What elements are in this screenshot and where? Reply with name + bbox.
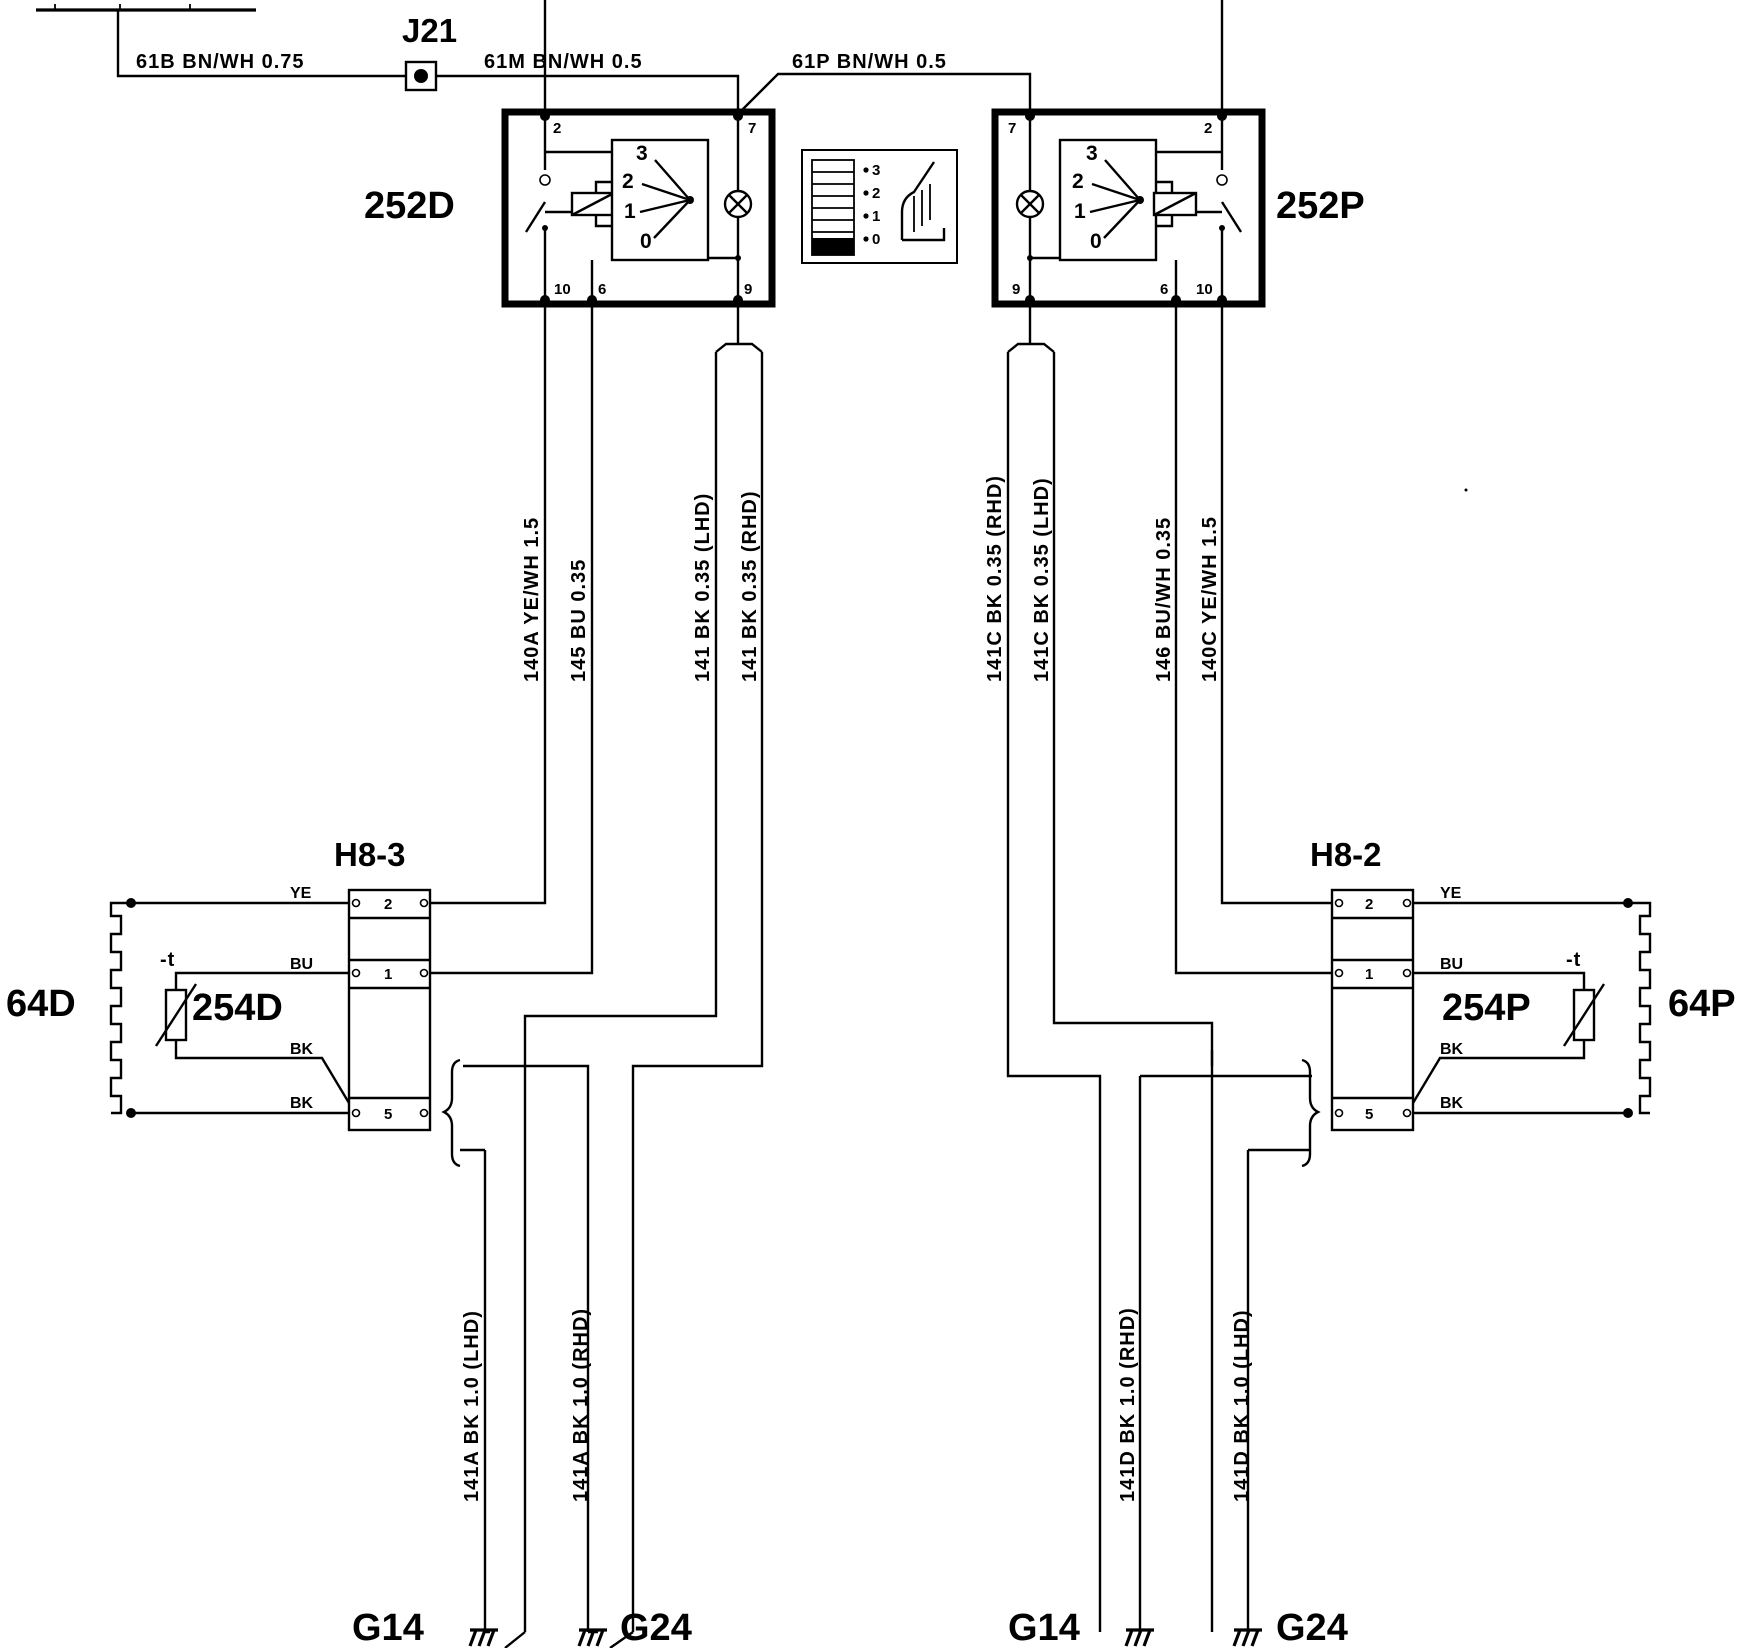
svg-text:10: 10 [1196, 281, 1213, 298]
ground-g14-right-icon [1124, 1628, 1154, 1647]
wire-141d-lhd-label: 141D BK 1.0 (LHD) [1231, 1309, 1253, 1502]
svg-text:2: 2 [622, 170, 634, 193]
switch-252d: 2 7 3 2 1 0 10 6 9 [501, 108, 776, 308]
wire-140c-label: 140C YE/WH 1.5 [1199, 516, 1221, 682]
ground-g24-right-icon [1232, 1628, 1262, 1647]
svg-text:2: 2 [1204, 120, 1212, 137]
svg-text:5: 5 [1365, 1106, 1373, 1123]
svg-text:2: 2 [1072, 170, 1084, 193]
svg-text:10: 10 [554, 281, 571, 298]
svg-text:2: 2 [553, 120, 561, 137]
svg-text:7: 7 [1008, 120, 1016, 137]
ground-g14-left-label: G14 [352, 1607, 424, 1648]
svg-text:BU: BU [1440, 956, 1463, 973]
heater-64d-label: 64D [6, 983, 76, 1025]
ground-g24-left-label: G24 [620, 1607, 692, 1648]
svg-text:BK: BK [1440, 1041, 1464, 1058]
seat-heater-legend-icon: 3 2 1 0 [801, 149, 958, 264]
svg-text:3: 3 [1086, 142, 1098, 165]
svg-text:2: 2 [1365, 896, 1373, 913]
wire-145-label: 145 BU 0.35 [568, 559, 590, 682]
heater-64p: -t YE BU BK BK [1411, 885, 1652, 1118]
svg-text:5: 5 [384, 1106, 392, 1123]
left-wire-labels: 140A YE/WH 1.5 145 BU 0.35 141 BK 0.35 (… [461, 490, 761, 1502]
connector-h8-3-label: H8-3 [334, 836, 406, 873]
wire-141c-lhd-label: 141C BK 0.35 (LHD) [1031, 477, 1053, 682]
svg-text:9: 9 [1012, 281, 1020, 298]
svg-text:1: 1 [1365, 966, 1373, 983]
svg-text:9: 9 [744, 281, 752, 298]
svg-text:3: 3 [636, 142, 648, 165]
svg-text:2: 2 [872, 185, 880, 202]
wire-61b-label: 61B BN/WH 0.75 [136, 51, 305, 73]
ground-g14-right-label: G14 [1008, 1607, 1080, 1648]
svg-text:6: 6 [598, 281, 606, 298]
switch-252p-label: 252P [1276, 185, 1365, 227]
connector-h8-3: 2 1 5 [347, 888, 485, 1168]
sensor-254d-label-t: -t [160, 949, 175, 971]
svg-text:7: 7 [748, 120, 756, 137]
wire-140a-label: 140A YE/WH 1.5 [521, 517, 543, 682]
wire-141a-rhd-label: 141A BK 1.0 (RHD) [570, 1308, 592, 1502]
svg-text:BK: BK [1440, 1095, 1464, 1112]
svg-text:1: 1 [624, 200, 636, 223]
svg-text:BU: BU [290, 956, 313, 973]
svg-text:3: 3 [872, 162, 880, 179]
svg-text:0: 0 [872, 231, 880, 248]
ground-g24-right-label: G24 [1276, 1607, 1348, 1648]
ground-g14-left-icon [468, 1628, 498, 1647]
svg-text:YE: YE [290, 885, 312, 902]
svg-text:0: 0 [640, 230, 652, 253]
right-harness [1006, 300, 1332, 1632]
connector-h8-2: 2 1 5 [1301, 888, 1415, 1168]
svg-text:6: 6 [1160, 281, 1168, 298]
switch-252d-label: 252D [364, 185, 455, 227]
svg-text:YE: YE [1440, 885, 1462, 902]
ground-g24-left-icon [577, 1628, 607, 1647]
wire-141-rhd-label: 141 BK 0.35 (RHD) [739, 490, 761, 682]
svg-text:BK: BK [290, 1095, 314, 1112]
wire-61p-label: 61P BN/WH 0.5 [792, 51, 947, 73]
wire-146-label: 146 BU/WH 0.35 [1153, 517, 1175, 682]
sensor-254p-label: 254P [1442, 987, 1531, 1029]
svg-text:1: 1 [1074, 200, 1086, 223]
ground-symbols [468, 1628, 1262, 1647]
svg-text:0: 0 [1090, 230, 1102, 253]
wire-61m-label: 61M BN/WH 0.5 [484, 51, 643, 73]
connector-h8-2-label: H8-2 [1310, 836, 1382, 873]
left-harness [381, 300, 764, 1648]
wire-141-lhd-label: 141 BK 0.35 (LHD) [692, 493, 714, 682]
svg-text:BK: BK [290, 1041, 314, 1058]
svg-text:2: 2 [384, 896, 392, 913]
heater-64p-label: 64P [1668, 983, 1736, 1025]
svg-text:1: 1 [872, 208, 880, 225]
sensor-254p-label-t: -t [1566, 949, 1581, 971]
top-feed: J21 61B BN/WH 0.75 61M BN/WH 0.5 61P BN/… [36, 0, 1224, 116]
svg-text:1: 1 [384, 966, 392, 983]
splice-j21 [404, 60, 438, 92]
heater-64d: -t YE BU BK BK [109, 885, 351, 1118]
right-wire-labels: 141C BK 0.35 (RHD) 141C BK 0.35 (LHD) 14… [984, 475, 1253, 1502]
splice-label: J21 [402, 12, 457, 49]
wire-141a-lhd-label: 141A BK 1.0 (LHD) [461, 1310, 483, 1502]
wire-141c-rhd-label: 141C BK 0.35 (RHD) [984, 475, 1006, 682]
sensor-254d-label: 254D [192, 987, 283, 1029]
wire-141d-rhd-label: 141D BK 1.0 (RHD) [1117, 1307, 1139, 1502]
switch-252p: 7 2 3 2 1 0 9 6 10 [991, 108, 1266, 308]
